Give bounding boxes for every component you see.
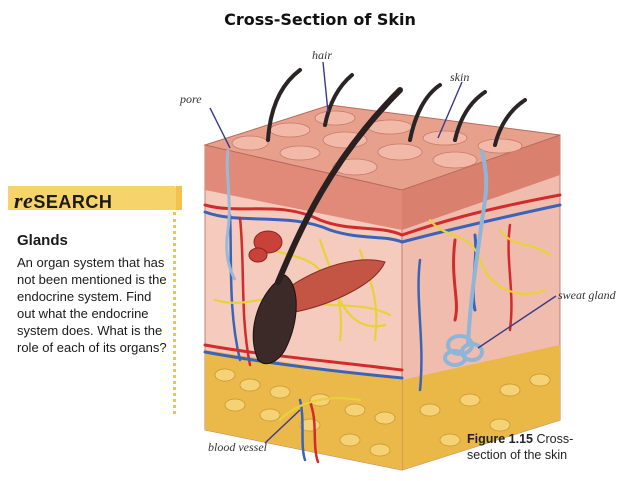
surface-hairs [266, 68, 527, 147]
research-divider [173, 212, 176, 414]
label-skin: skin [450, 70, 470, 84]
page-title: Cross-Section of Skin [224, 10, 416, 29]
figure-caption-text: Cross-section of the skin [467, 432, 574, 462]
figure-caption: Figure 1.15 Cross-section of the skin [467, 431, 607, 463]
research-body: An organ system that has not been mentio… [17, 255, 167, 355]
label-pore: pore [180, 92, 202, 106]
research-banner: reSEARCH [8, 186, 182, 213]
leader-lines [209, 61, 557, 444]
hair-follicle [252, 274, 297, 365]
sebaceous-gland [248, 230, 283, 263]
hair-shaft [275, 87, 403, 285]
sweat-gland [443, 149, 489, 367]
pore-duct [225, 149, 237, 281]
research-logo-word: SEARCH [33, 192, 113, 212]
figure-number: Figure 1.15 [467, 432, 533, 446]
arrector-pili-muscle [284, 259, 386, 313]
research-heading: Glands [17, 232, 68, 249]
research-logo: reSEARCH [14, 188, 112, 214]
label-hair: hair [312, 48, 333, 62]
epidermis-band [205, 145, 402, 230]
epidermis-band-side [402, 135, 560, 230]
label-sweat-gland: sweat gland [558, 288, 616, 302]
label-blood-vessel: blood vessel [208, 440, 267, 454]
research-logo-prefix: re [14, 188, 34, 213]
